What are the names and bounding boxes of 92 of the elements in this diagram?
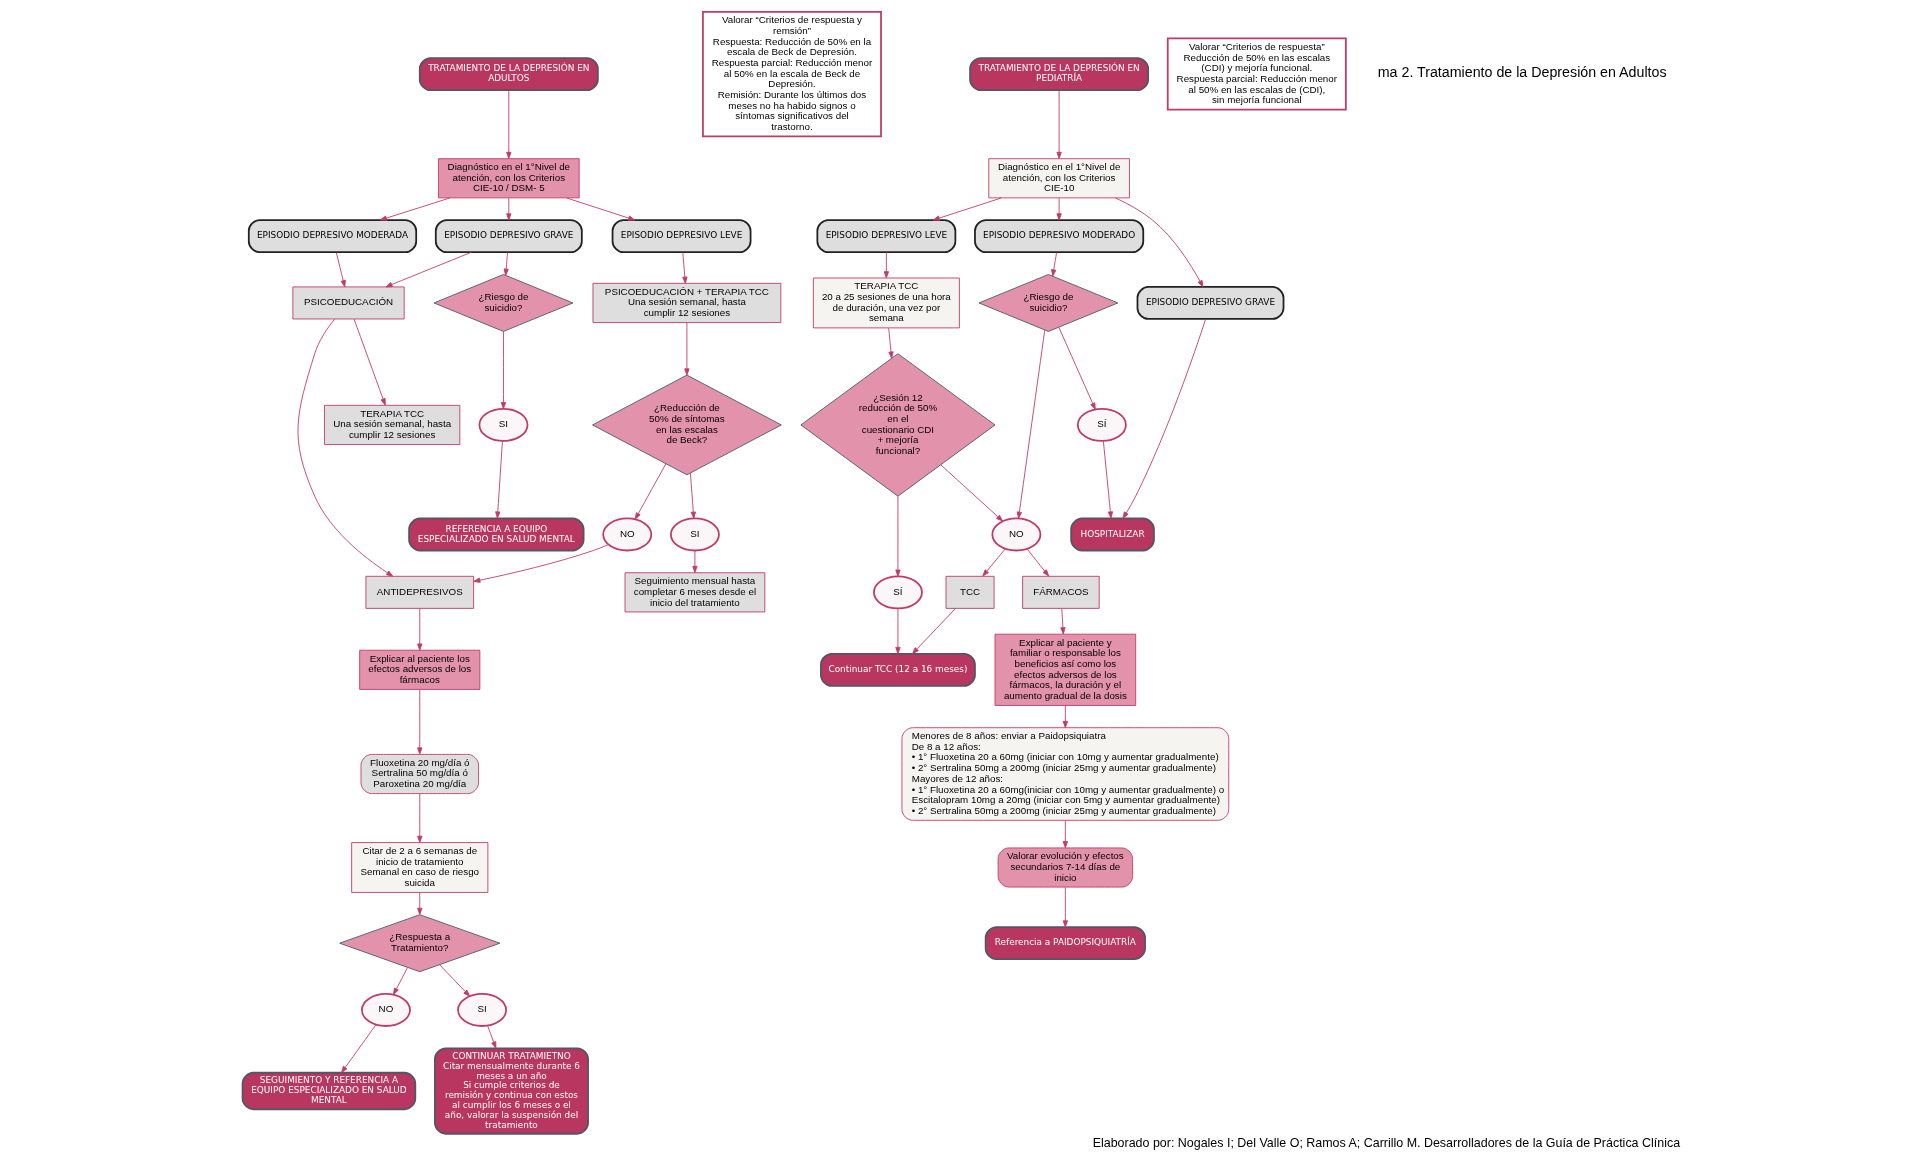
arrow [494,440,503,519]
node-box: PSICOEDUCACIÓN + TERAPIA TCC Una sesión semanal, hasta cumplir 12 sesiones [592,282,781,323]
arrow [335,252,346,288]
arrow [379,197,450,221]
node-box: Menores de 8 años: enviar a Paidopsiquiatra De 8 a 12 años: • 1° Fluoxetina 20 a 60mg (iniciar con 10mg y aumentar gradualmente) • 2° Sertralina 50mg a 200mg (iniciar 25mg y aumentar gradualmente) Mayores de 12 años: • 1° Fluoxetina 20 a 60mg(iniciar con 10mg y aumentar gradualmente) o Escitalopram 10mg a 20mg (iniciar con 5mg y aumentar gradualmente) • 2° Sertralina 50mg a 200mg (iniciar 25mg y aumentar gradualmente) [901,727,1229,821]
node-box: REFERENCIA A EQUIPO ESPECIALIZADO EN SALUD MENTAL [407,517,584,552]
node-box: EPISODIO DEPRESIVO MODERADO [973,219,1144,254]
arrow [911,608,956,655]
arrow [894,608,901,655]
node-box: Valorar evolución y efectos secundarios 7-14 días de inicio [997,847,1133,888]
node-box: EPISODIO DEPRESIVO GRAVE [1136,286,1284,320]
arrow [416,793,422,843]
node-box: TRATAMIENTO DE LA DEPRESIÓN EN PEDIATRÍA [968,57,1149,91]
arrow [1102,440,1113,519]
node-box: EPISODIO DEPRESIVO LEVE [611,219,751,254]
arrow [1056,90,1062,159]
arrow [384,251,472,288]
node-ellipse: NO [601,517,652,552]
node-box: Diagnóstico en el 1°Nivel de atención, con los Criterios CIE-10 [987,158,1130,199]
arrow [505,90,511,159]
arrow [392,967,408,995]
arrow [1062,886,1068,928]
node-diamond: ¿Respuesta a Tratamiento? [338,914,500,973]
node-box: HOSPITALIZAR [1069,517,1155,552]
node-ellipse: SI [478,408,528,442]
node-diamond: ¿Riesgo de suicidio? [978,274,1118,332]
arrow [894,495,901,577]
arrow [505,197,511,221]
node-ellipse: NO [990,517,1041,552]
arrow [1050,252,1057,277]
arrow [1114,197,1203,288]
arrow [416,608,422,651]
arrow [932,197,1002,221]
label: ma 2. Tratamiento de la Depresión en Adultos [1377,64,1667,81]
node-box: EPISODIO DEPRESIVO LEVE [815,219,956,254]
arrow [297,318,393,577]
node-box: Valorar “Criterios de respuesta y remsión” Respuesta: Reducción de 50% en la escala de Beck de Depresión. Respuesta parcial: Reducción menor al 50% en la escala de Beck de Depresión. Remisión: Durante los últimos dos meses no ha habido signos o síntomas significativos del trastorno. [701,10,882,138]
arrow [689,472,696,519]
arrow [1057,326,1096,410]
caption: Elaborado por: Nogales I; Del Valle O; Ramos A; Carrillo M. Desarrolladores de la Guía de Práctica Clínica [1092,1136,1680,1151]
arrow [1062,705,1068,729]
node-ellipse: SÍ [1076,408,1127,442]
arrow [486,1025,496,1049]
arrow [438,964,470,997]
node-box: CONTINUAR TRATAMIETNO Citar mensualmente durante 6 meses a un año Si cumple criterios de remisión y continua con estos al cumplir los 6 meses o el año, valorar la suspensión del tratamiento [433,1047,589,1135]
node-box: Diagnóstico en el 1°Nivel de atención, con los Criterios CIE-10 / DSM- 5 [437,158,580,199]
node-box: ANTIDEPRESIVOS [364,575,474,609]
arrow [1026,548,1049,577]
arrow [472,544,609,583]
arrow [565,197,635,221]
node-box: PSICOEDUCACIÓN [291,286,405,320]
node-box: Continuar TCC (12 a 16 meses) [819,652,976,687]
arrow [883,252,889,279]
node-box: Seguimiento mensual hasta completar 6 meses desde el inicio del tratamiento [624,572,765,613]
node-ellipse: SI [456,993,507,1027]
arrow [681,252,687,284]
node-box: Valorar “Criterios de respuesta” Reducción de 50% en las escalas (CDI) y mejoría funcional. Respuesta parcial: Reducción menor al 50% en las escalas de (CDI), sin mejoría funcional [1166,37,1347,111]
node-box: FÁRMACOS [1021,575,1100,609]
node-box: Explicar al paciente y familiar o responsable los beneficios así como los efectos adversos de los fármacos, la duración y el aumento gradual de la dosis [994,633,1136,706]
arrow [634,463,666,520]
node-diamond: ¿Reducción de 50% de síntomas en las escalas de Beck? [591,374,782,476]
arrow [1056,197,1062,221]
arrow [416,892,422,915]
arrow [503,252,509,276]
node-box: TERAPIA TCC Una sesión semanal, hasta cumplir 12 sesiones [323,404,460,445]
arrow [1059,608,1066,635]
node-box: TCC [945,575,995,609]
arrow [353,318,386,406]
node-diamond: ¿Riesgo de suicidio? [433,274,573,332]
arrow [1121,318,1206,519]
node-box: EPISODIO DEPRESIVO MODERADA [247,219,417,254]
arrow [940,464,1003,522]
node-ellipse: SI [669,517,720,552]
node-box: TERAPIA TCC 20 a 25 sesiones de una hora de duración, una vez por semana [812,277,960,329]
arrow [981,548,1006,577]
node-box: Referencia a PAIDOPSIQUIATRÍA [984,926,1146,961]
node-box: Citar de 2 a 6 semanas de inicio de tratamiento Semanal en caso de riesgo suicida [350,842,488,893]
arrow [1016,329,1045,519]
node-box: Fluoxetina 20 mg/día ó Sertralina 50 mg/día ó Paroxetina 20 mg/día [360,753,479,795]
node-box: TRATAMIENTO DE LA DEPRESIÓN EN ADULTOS [418,57,599,91]
arrow [691,550,698,573]
arrow [887,327,894,359]
node-box: EPISODIO DEPRESIVO GRAVE [434,219,583,254]
arrow [416,689,422,755]
node-ellipse: SÍ [872,575,923,610]
node-box: Explicar al paciente los efectos adversos de los fármacos [358,649,480,690]
arrow [500,331,506,410]
arrow [340,1024,376,1074]
arrow [683,322,690,376]
node-ellipse: NO [360,993,411,1027]
arrow [1062,820,1068,849]
node-box: SEGUIMIENTO Y REFERENCIA A EQUIPO ESPECIALIZADO EN SALUD MENTAL [241,1071,416,1111]
